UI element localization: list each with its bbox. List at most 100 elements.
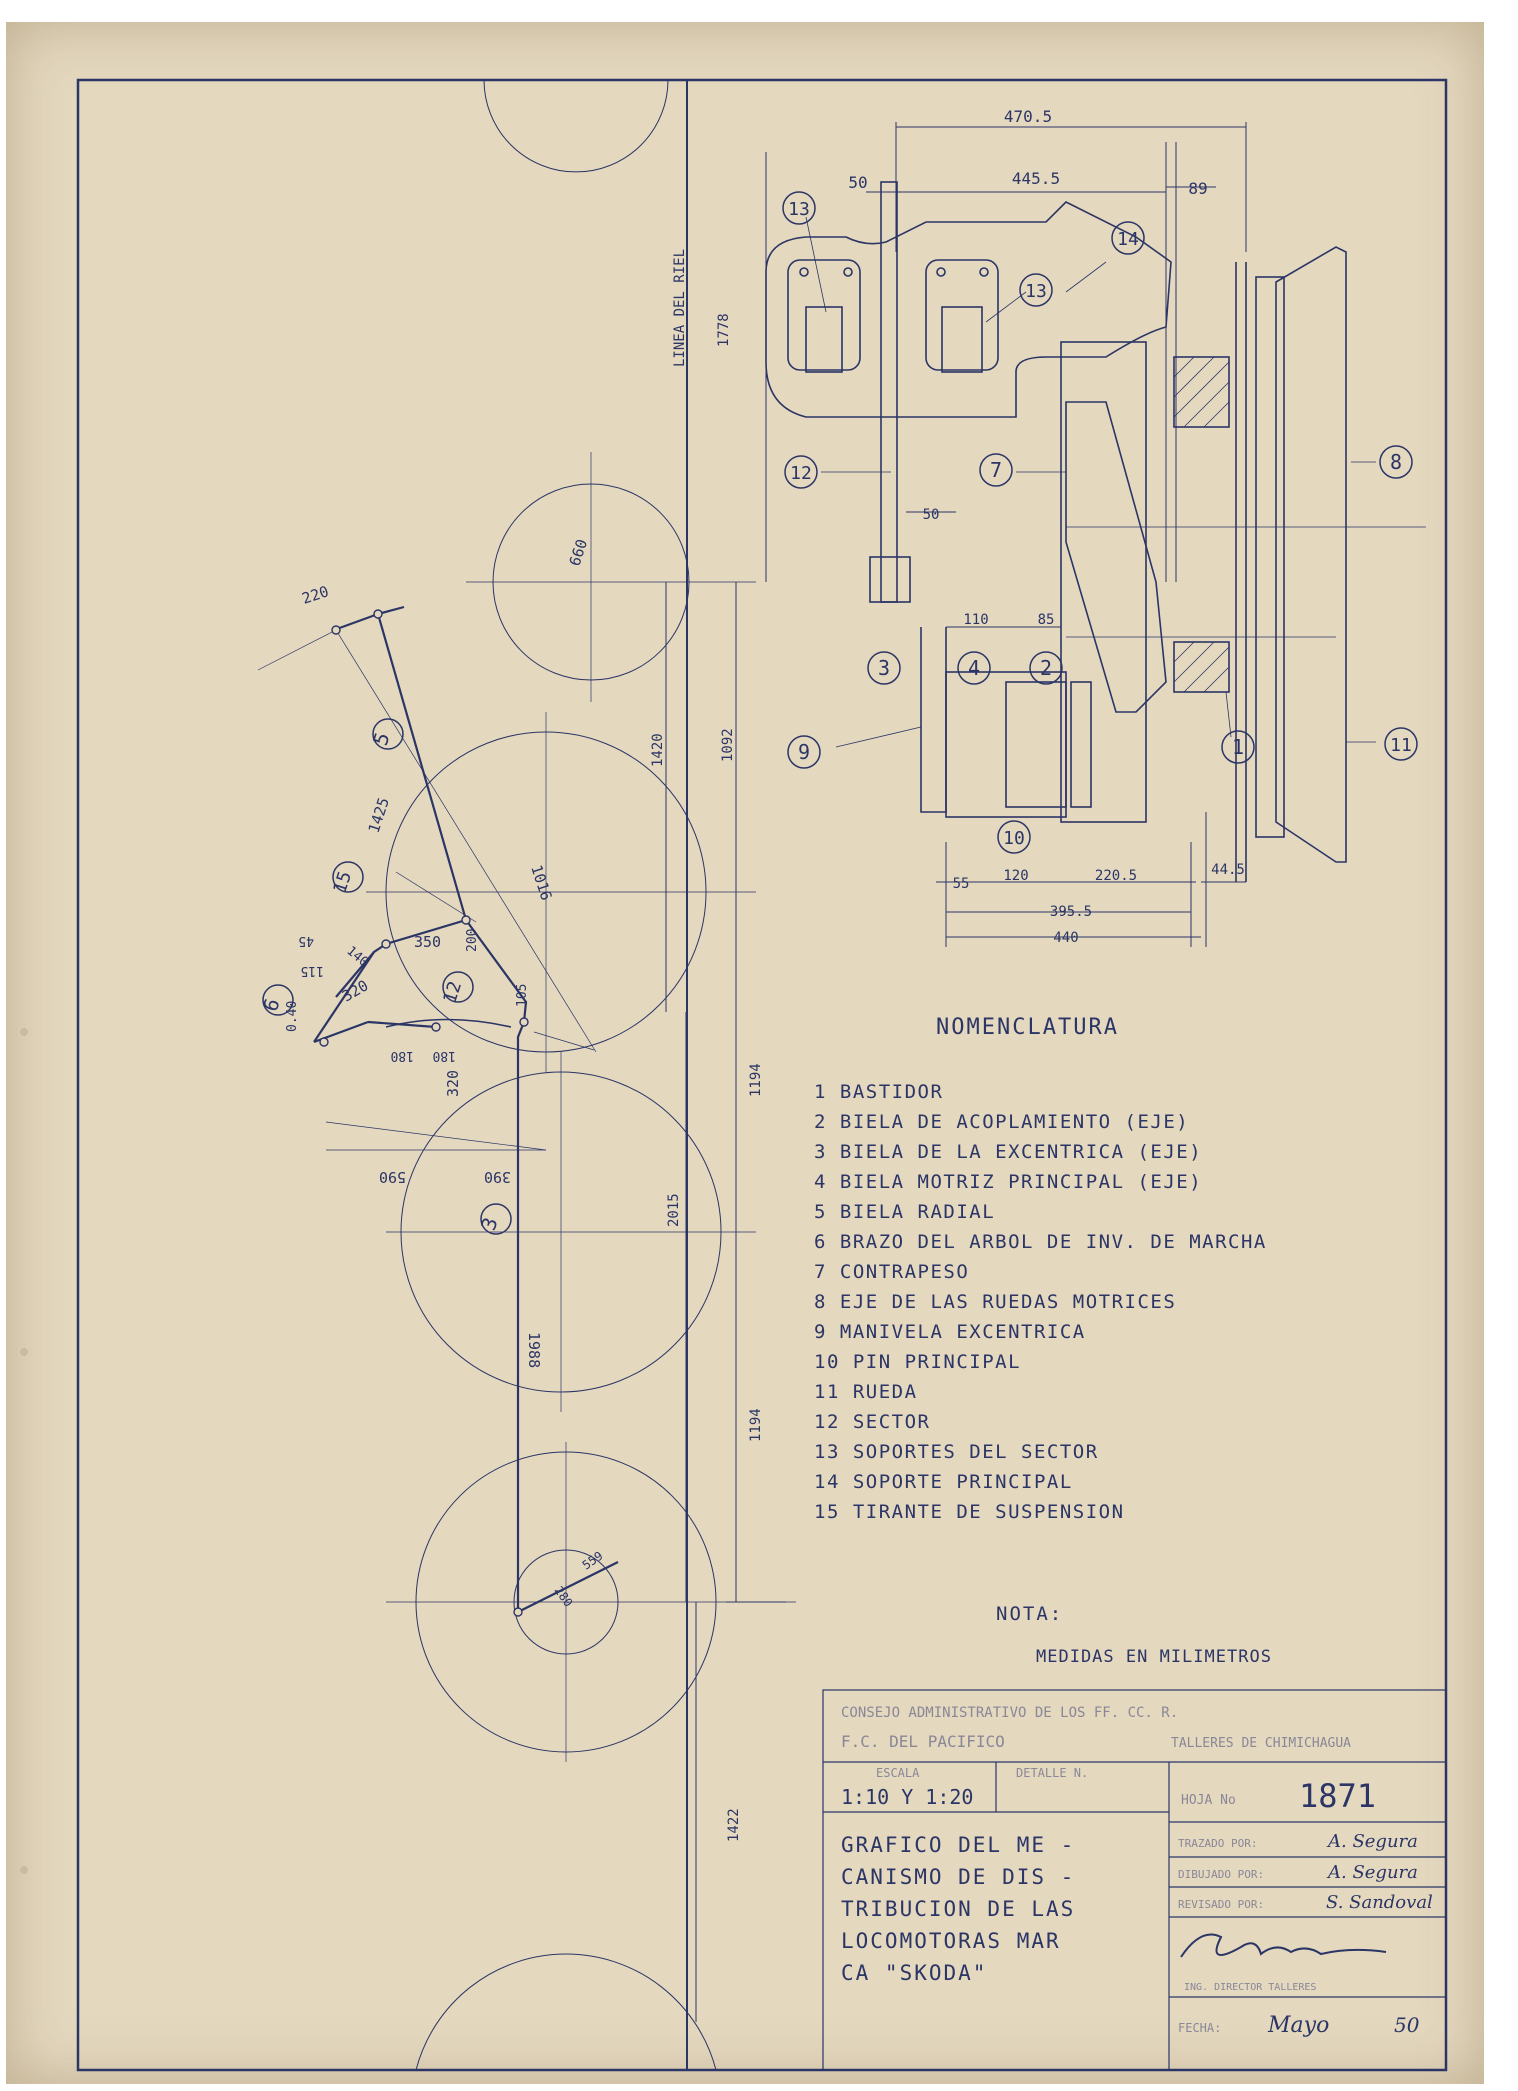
drawing-title: GRAFICO DEL ME - CANISMO DE DIS - TRIBUC… — [841, 1833, 1075, 1985]
scale-value: 1:10 Y 1:20 — [841, 1785, 973, 1809]
wheel-centerlines — [366, 452, 796, 1762]
date-label: FECHA: — [1178, 2021, 1221, 2035]
svg-text:140: 140 — [343, 944, 371, 971]
right-dimension-labels: 470.5 50 445.5 89 50 110 85 55 120 220.5… — [848, 107, 1244, 946]
svg-text:180: 180 — [391, 1048, 414, 1063]
svg-text:350: 350 — [414, 933, 441, 951]
svg-text:1194: 1194 — [748, 1408, 764, 1442]
svg-text:CANISMO DE DIS -: CANISMO DE DIS - — [841, 1865, 1075, 1889]
nomenclature-item: 12 SECTOR — [814, 1411, 930, 1433]
nomenclature-item: 6 BRAZO DEL ARBOL DE INV. DE MARCHA — [814, 1231, 1267, 1253]
approver-signature — [1180, 1933, 1387, 1958]
svg-text:8: 8 — [1390, 450, 1402, 474]
axle-centerlines — [1066, 526, 1426, 638]
svg-text:180: 180 — [433, 1048, 456, 1063]
svg-text:590: 590 — [379, 1168, 406, 1186]
left-dimension-labels: 220 1425 660 1016 350 200 45 115 140 320… — [285, 313, 764, 1842]
nomenclature-item: 3 BIELA DE LA EXCENTRICA (EJE) — [814, 1141, 1202, 1163]
nomenclature-item: 8 EJE DE LAS RUEDAS MOTRICES — [814, 1291, 1176, 1313]
svg-text:6: 6 — [258, 995, 285, 1014]
svg-text:12: 12 — [790, 463, 812, 484]
svg-text:5: 5 — [368, 729, 395, 748]
svg-text:7: 7 — [990, 458, 1002, 482]
svg-text:3: 3 — [476, 1214, 503, 1233]
svg-text:660: 660 — [566, 537, 591, 568]
svg-text:110: 110 — [963, 612, 988, 628]
svg-text:220.5: 220.5 — [1095, 868, 1137, 884]
svg-text:13: 13 — [788, 199, 810, 220]
revised-by: S. Sandoval — [1326, 1892, 1433, 1913]
linkage-construction-lines — [257, 629, 597, 1151]
svg-text:390: 390 — [484, 1168, 511, 1186]
svg-text:CA "SKODA": CA "SKODA" — [841, 1961, 987, 1985]
svg-text:440: 440 — [1053, 930, 1078, 946]
svg-text:120: 120 — [1003, 868, 1028, 884]
svg-text:200: 200 — [465, 929, 480, 952]
svg-text:2: 2 — [1040, 656, 1052, 680]
svg-text:395.5: 395.5 — [1050, 904, 1092, 920]
right-callout-circles: 13 13 14 12 7 8 3 4 2 9 1 11 10 — [782, 191, 1418, 854]
svg-text:1422: 1422 — [726, 1808, 742, 1842]
sheet-number: 1871 — [1299, 1777, 1376, 1815]
sheet-label: HOJA No — [1181, 1793, 1236, 1808]
svg-text:1092: 1092 — [720, 728, 736, 762]
svg-text:89: 89 — [1188, 179, 1207, 198]
note-title: NOTA: — [996, 1603, 1063, 1625]
nomenclature-item: 7 CONTRAPESO — [814, 1261, 969, 1283]
svg-text:1194: 1194 — [748, 1063, 764, 1097]
right-dimension-lines — [866, 122, 1247, 947]
punch-hole — [20, 1866, 28, 1874]
drawing-sheet: LINEA DEL RIEL — [6, 22, 1484, 2084]
punch-hole — [20, 1348, 28, 1356]
svg-text:4: 4 — [968, 656, 980, 680]
frame-hatching — [1173, 356, 1230, 693]
svg-text:470.5: 470.5 — [1004, 107, 1052, 126]
revised-label: REVISADO POR: — [1178, 1898, 1264, 1911]
svg-text:1425: 1425 — [365, 795, 393, 835]
nomenclature-item: 15 TIRANTE DE SUSPENSION — [814, 1501, 1125, 1523]
wheels — [385, 79, 722, 2071]
nomenclature-item: 10 PIN PRINCIPAL — [814, 1351, 1021, 1373]
svg-text:TRIBUCION DE LAS: TRIBUCION DE LAS — [841, 1897, 1075, 1921]
nomenclature-item: 5 BIELA RADIAL — [814, 1201, 995, 1223]
left-callouts: 5 15 6 12 3 — [258, 718, 512, 1235]
svg-text:55: 55 — [953, 876, 970, 892]
nomenclature-item: 9 MANIVELA EXCENTRICA — [814, 1321, 1086, 1343]
svg-text:445.5: 445.5 — [1012, 169, 1060, 188]
svg-text:115: 115 — [301, 963, 324, 978]
traced-by: A. Segura — [1326, 1831, 1418, 1852]
nomenclature-item: 1 BASTIDOR — [814, 1081, 943, 1103]
svg-text:13: 13 — [1025, 281, 1047, 302]
vertical-dimension-lines — [665, 152, 786, 2022]
right-callouts — [805, 216, 1376, 748]
nomenclature-item: 2 BIELA DE ACOPLAMIENTO (EJE) — [814, 1111, 1189, 1133]
title-block-workshop: TALLERES DE CHIMICHAGUA — [1171, 1736, 1351, 1751]
valve-gear-linkage — [313, 605, 619, 1613]
linkage-joints — [319, 609, 529, 1617]
nomenclature-item: 11 RUEDA — [814, 1381, 918, 1403]
svg-text:1988: 1988 — [525, 1332, 543, 1368]
nomenclature-title: NOMENCLATURA — [936, 1015, 1119, 1040]
drawn-by: A. Segura — [1326, 1862, 1418, 1883]
nomenclature-item: 13 SOPORTES DEL SECTOR — [814, 1441, 1099, 1463]
svg-text:320: 320 — [444, 1070, 462, 1097]
svg-text:320: 320 — [339, 976, 371, 1005]
nomenclature-item: 14 SOPORTE PRINCIPAL — [814, 1471, 1073, 1493]
svg-text:0.40: 0.40 — [285, 1001, 300, 1032]
drawing-border — [76, 78, 1448, 2072]
svg-text:280: 280 — [552, 1584, 576, 1610]
svg-text:1420: 1420 — [650, 733, 666, 767]
scale-label: ESCALA — [876, 1766, 920, 1780]
title-block-railway: F.C. DEL PACIFICO — [841, 1732, 1005, 1751]
svg-text:50: 50 — [848, 173, 867, 192]
title-block-frame — [822, 1689, 1447, 2071]
date-year: 50 — [1394, 2013, 1420, 2037]
right-mechanism-outline — [765, 181, 1347, 882]
approver-label: ING. DIRECTOR TALLERES — [1184, 1982, 1316, 1993]
svg-text:2015: 2015 — [666, 1193, 682, 1227]
svg-text:10: 10 — [1003, 828, 1025, 849]
traced-label: TRAZADO POR: — [1178, 1837, 1257, 1850]
svg-text:3: 3 — [878, 656, 890, 680]
svg-text:1016: 1016 — [527, 863, 555, 903]
svg-text:105: 105 — [515, 984, 530, 1007]
